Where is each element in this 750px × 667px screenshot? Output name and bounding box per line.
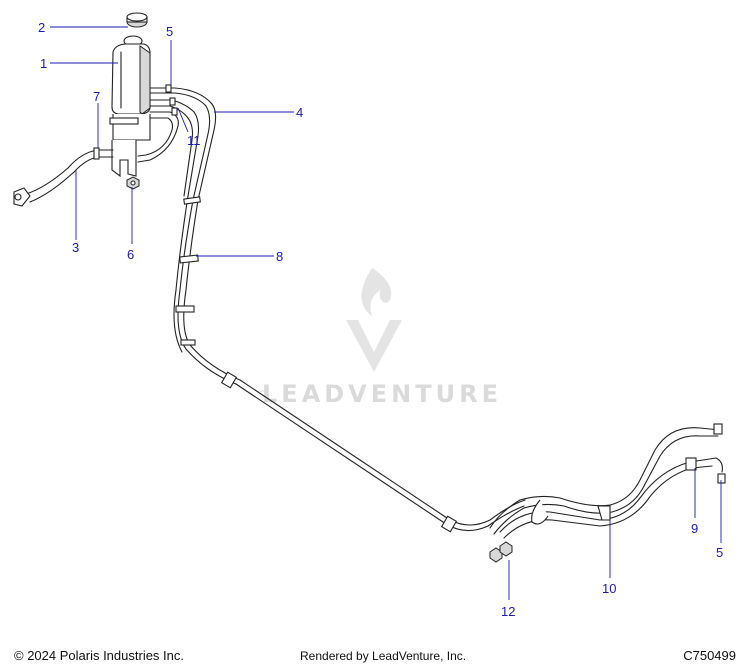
coolant-reservoir: [109, 35, 151, 178]
rendered-by-text: Rendered by LeadVenture, Inc.: [300, 649, 467, 663]
callout-2: 2: [38, 20, 45, 35]
callout-9: 9: [691, 521, 698, 536]
reservoir-hoses: [137, 84, 213, 163]
watermark-logo: [346, 268, 402, 372]
mount-nut: [126, 176, 140, 190]
callout-1: 1: [40, 56, 47, 71]
callout-4: 4: [296, 105, 303, 120]
right-hose-bundle: [489, 423, 726, 539]
callout-10: 10: [602, 581, 616, 596]
drawing-id: C750499: [683, 648, 736, 663]
reservoir-cap: [126, 12, 148, 28]
callout-6: 6: [127, 247, 134, 262]
overflow-hose: [13, 147, 114, 207]
callout-5-top: 5: [166, 24, 173, 39]
callout-5-bottom: 5: [716, 545, 723, 560]
fastener-nuts: [489, 541, 513, 563]
callout-12: 12: [501, 604, 515, 619]
copyright-text: © 2024 Polaris Industries Inc.: [14, 648, 184, 663]
leader-lines: [50, 26, 722, 600]
callout-11: 11: [187, 133, 201, 148]
callout-3: 3: [72, 240, 79, 255]
callout-7: 7: [93, 89, 100, 104]
watermark-text: LEADVENTURE: [262, 380, 502, 408]
callout-8: 8: [276, 249, 283, 264]
main-hose-bundle: [173, 103, 526, 533]
